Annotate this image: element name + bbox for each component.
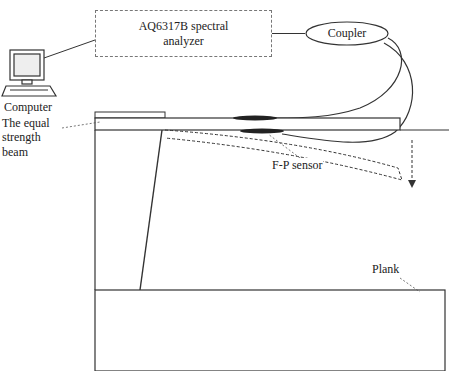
load-arrow-head [408, 180, 416, 188]
leader-line [268, 134, 300, 158]
coupler-ellipse: Coupler [305, 21, 389, 46]
part-label: Plank [372, 262, 399, 276]
device-label: Computer [4, 100, 52, 114]
support-frame [94, 130, 95, 290]
load-arrow [412, 140, 413, 182]
part-label: F-P sensor [272, 158, 323, 172]
ellipse-outline [306, 22, 388, 45]
plank [95, 290, 445, 371]
optical-fiber [275, 38, 402, 118]
fp-sensor-bottom [240, 129, 284, 134]
node-text: AQ6317B spectral analyzer [124, 19, 244, 49]
support-frame [400, 130, 449, 131]
node-text: Coupler [328, 26, 367, 41]
fp-sensor-top [233, 116, 277, 121]
analyzer-box: AQ6317B spectral analyzer [95, 10, 272, 57]
part-label: The equal strength beam [2, 116, 62, 159]
leader-line [62, 122, 100, 128]
deflected-beam [165, 130, 402, 180]
leader-line [400, 278, 420, 292]
computer-cable [44, 40, 95, 58]
cable-connector [272, 33, 305, 34]
clamp-block [95, 112, 165, 118]
brace [140, 130, 162, 290]
